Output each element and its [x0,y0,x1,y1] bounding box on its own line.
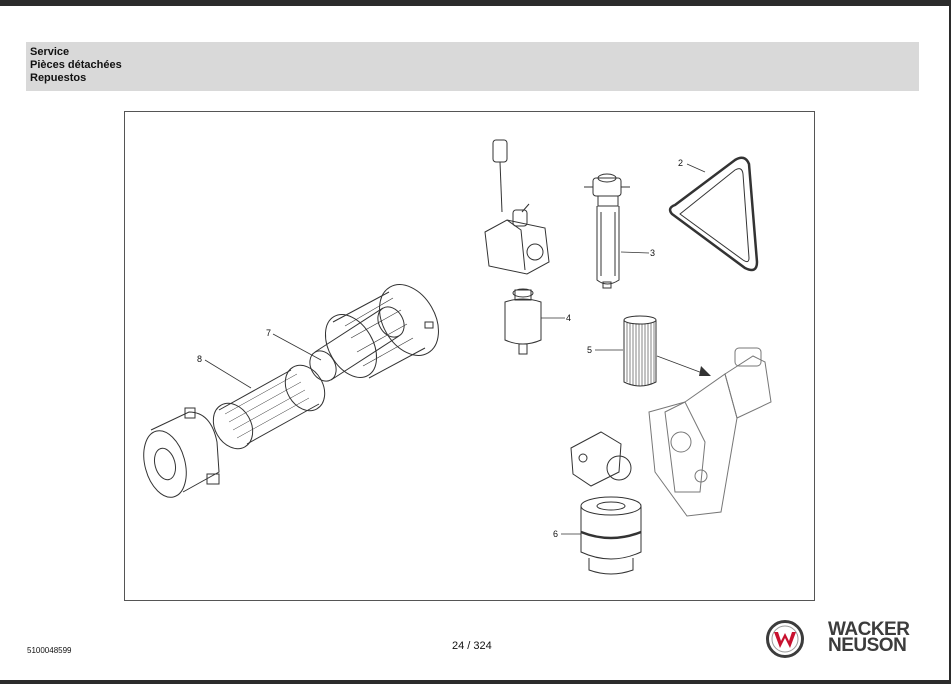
page-bottom-border [0,680,951,684]
callout-7: 7 [266,328,271,338]
page-right-border [949,0,951,684]
v-belt-drawing [668,156,759,272]
outer-air-filter-drawing [212,364,326,450]
air-filter-cap-drawing [143,407,220,498]
oil-filter-cartridge-drawing [623,315,657,387]
page-number: 24 / 324 [452,640,492,652]
fuel-filter-bowl-drawing [584,173,630,289]
callout-4: 4 [566,313,571,323]
section-header: Service Pièces détachées Repuestos [26,42,919,91]
brand-line-2: NEUSON [828,635,907,656]
air-filter-housing-drawing [324,284,439,379]
spin-on-filter-drawing [580,496,642,575]
brand-line-1: WACKER [828,619,910,640]
header-title-es: Repuestos [30,72,87,84]
fuel-filter-small-drawing [504,288,542,355]
header-title-en: Service [30,46,70,58]
brand-wordmark: WACKER NEUSON [828,619,920,656]
callout-8: 8 [197,354,202,364]
header-title-fr: Pièces détachées [30,59,122,71]
page-top-border [0,0,951,6]
callout-leaders [204,163,706,535]
parts-illustration: 2 3 4 5 6 7 8 [124,111,815,601]
filter-head-drawing [570,431,632,487]
callout-3: 3 [650,248,655,258]
wacker-neuson-logo-icon [766,620,804,658]
callout-6: 6 [553,529,558,539]
callout-5: 5 [587,345,592,355]
fuel-pump-drawing [484,139,550,275]
document-number: 5100048599 [27,646,72,655]
oil-filter-housing-drawing [648,347,772,517]
inner-air-filter-drawing [309,306,405,382]
callout-2: 2 [678,158,683,168]
